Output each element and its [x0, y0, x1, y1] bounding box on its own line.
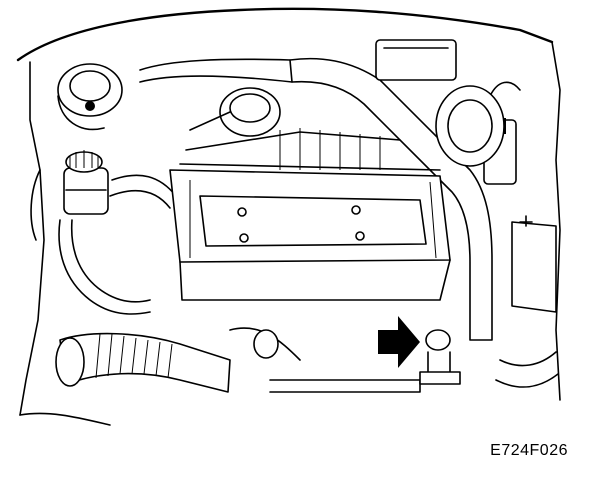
left-hoses	[58, 174, 177, 315]
coolant-reservoir	[63, 150, 109, 215]
strut-tower	[57, 63, 123, 131]
lower-pipes	[229, 327, 559, 393]
battery	[511, 215, 557, 313]
indicated-component	[419, 329, 461, 385]
valve-cover	[169, 169, 451, 301]
brake-booster	[435, 85, 505, 167]
intake-pipe	[139, 57, 493, 341]
figure-reference-code: E724F026	[490, 442, 568, 459]
manifold-detail	[179, 111, 441, 171]
pointer-arrow	[378, 316, 420, 368]
oil-filler-cap	[219, 87, 281, 137]
fender-outline	[16, 7, 561, 426]
fuse-box	[375, 39, 457, 81]
ribbed-air-hose	[55, 332, 231, 393]
